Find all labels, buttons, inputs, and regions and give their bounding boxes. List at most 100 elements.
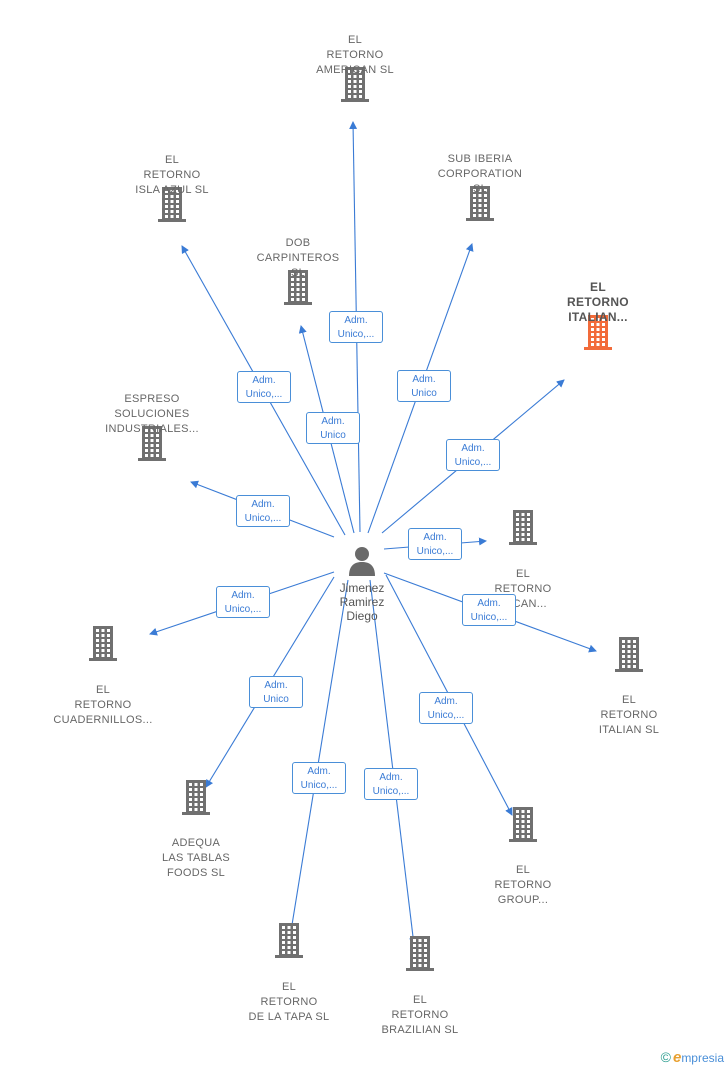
company-label[interactable]: ADEQUA LAS TABLAS FOODS SL bbox=[162, 836, 230, 881]
role-badge-line: Unico,... bbox=[245, 389, 283, 400]
company-label-line: SUB IBERIA bbox=[447, 153, 513, 165]
company-label-line: SL bbox=[472, 183, 488, 195]
building-icon bbox=[406, 936, 434, 971]
role-badge-adequa[interactable]: Adm.Unico bbox=[249, 676, 303, 708]
role-badge-line: Unico bbox=[320, 430, 346, 441]
company-label-line: FOODS SL bbox=[166, 867, 226, 879]
role-badge-line: Adm. bbox=[423, 532, 447, 543]
role-badge-line: Adm. bbox=[461, 443, 485, 454]
company-node-sub-iberia[interactable] bbox=[464, 185, 496, 226]
role-badge-line: Adm. bbox=[412, 374, 436, 385]
company-node-el-retorno-brazilian[interactable] bbox=[404, 935, 436, 976]
company-node-el-retorno-mexican[interactable] bbox=[507, 509, 539, 550]
company-label-line: RETORNO bbox=[143, 169, 201, 181]
company-label-line: ITALIAN... bbox=[568, 310, 628, 324]
role-badge-line: Adm. bbox=[264, 680, 288, 691]
role-badge-el-retorno-cuadernillos[interactable]: Adm. Unico,... bbox=[216, 586, 270, 618]
role-badge-espreso[interactable]: Adm.Unico,... bbox=[236, 495, 290, 527]
role-badge-el-retorno-american[interactable]: Adm.Unico,... bbox=[329, 311, 383, 343]
role-badge-line: Adm. bbox=[307, 766, 331, 777]
company-label-line: RETORNO bbox=[567, 295, 629, 309]
company-label-line: ITALIAN SL bbox=[598, 724, 660, 736]
company-node-el-retorno-isla-azul[interactable] bbox=[156, 186, 188, 227]
building-icon bbox=[341, 67, 369, 102]
role-badge-line: Unico,... bbox=[427, 710, 465, 721]
role-badge-el-retorno-brazilian[interactable]: Adm.Unico,... bbox=[364, 768, 418, 800]
company-node-el-retorno-italian-top[interactable] bbox=[582, 314, 614, 355]
company-label-line: DE LA TAPA SL bbox=[248, 1011, 330, 1023]
company-node-el-retorno-american[interactable] bbox=[339, 66, 371, 107]
company-node-el-retorno-group[interactable] bbox=[507, 806, 539, 847]
role-badge-line: Unico,... bbox=[416, 546, 454, 557]
company-label-line: ISLA AZUL SL bbox=[135, 184, 209, 196]
company-label-line: GROUP... bbox=[497, 894, 549, 906]
role-badge-line: Adm. bbox=[321, 416, 345, 427]
role-badge-line: Unico,... bbox=[454, 457, 492, 468]
company-label-line: RETORNO bbox=[600, 709, 658, 721]
company-node-el-retorno-italian[interactable] bbox=[613, 636, 645, 677]
role-badge-line: Adm. bbox=[231, 590, 255, 601]
role-badge-el-retorno-group[interactable]: Adm.Unico,... bbox=[419, 692, 473, 724]
building-icon bbox=[615, 637, 643, 672]
company-label-line: EL bbox=[95, 684, 111, 696]
building-icon bbox=[584, 315, 612, 350]
company-label-line: RETORNO bbox=[494, 879, 552, 891]
building-icon bbox=[158, 187, 186, 222]
copyright-icon: © bbox=[660, 1049, 671, 1065]
edge-el-retorno-brazilian bbox=[369, 579, 418, 946]
company-label-line: EL bbox=[621, 694, 637, 706]
company-node-el-retorno-cuadernillos[interactable] bbox=[87, 625, 119, 666]
company-label-line: RETORNO bbox=[74, 699, 132, 711]
company-node-el-retorno-de-la-tapa[interactable] bbox=[273, 922, 305, 963]
company-label-line: EL bbox=[347, 34, 363, 46]
company-label-line: AMERICAN SL bbox=[316, 64, 394, 76]
company-label-line: RETORNO bbox=[494, 583, 552, 595]
role-badge-el-retorno-mexican[interactable]: Adm. Unico,... bbox=[408, 528, 462, 560]
company-node-espreso[interactable] bbox=[136, 425, 168, 466]
company-label-line: EL bbox=[515, 568, 531, 580]
company-label[interactable]: EL RETORNO ITALIAN SL bbox=[599, 693, 659, 738]
company-label-line: LAS TABLAS bbox=[161, 852, 231, 864]
role-badge-line: Unico,... bbox=[470, 612, 508, 623]
role-badge-line: Unico,... bbox=[224, 604, 262, 615]
company-label[interactable]: ESPRESO SOLUCIONES INDUSTRIALES... bbox=[105, 392, 199, 437]
building-icon bbox=[89, 626, 117, 661]
company-node-adequa[interactable] bbox=[180, 779, 212, 820]
building-icon bbox=[275, 923, 303, 958]
company-label-line: SOLUCIONES bbox=[114, 408, 190, 420]
role-badge-el-retorno-isla-azul[interactable]: Adm. Unico,... bbox=[237, 371, 291, 403]
person-label-line: Diego bbox=[346, 609, 378, 623]
company-label-line: SL bbox=[290, 267, 306, 279]
company-label-line: EL bbox=[412, 994, 428, 1006]
company-label-line: CARPINTEROS bbox=[256, 252, 340, 264]
person-icon[interactable] bbox=[348, 546, 376, 581]
company-node-dob-carpinteros[interactable] bbox=[282, 269, 314, 310]
brand-logo-initial: e bbox=[672, 1049, 682, 1066]
role-badge-line: Unico bbox=[411, 388, 437, 399]
building-icon bbox=[284, 270, 312, 305]
company-label-line: ESPRESO bbox=[124, 393, 180, 405]
company-label-line: EL bbox=[281, 981, 297, 993]
role-badge-line: Adm. bbox=[252, 375, 276, 386]
company-label-line: INDUSTRIALES... bbox=[105, 423, 199, 435]
brand-logo-text: mpresia bbox=[681, 1051, 724, 1065]
company-label-line: ADEQUA bbox=[171, 837, 221, 849]
role-badge-line: Adm. bbox=[477, 598, 501, 609]
role-badge-el-retorno-italian[interactable]: Adm. Unico,... bbox=[462, 594, 516, 626]
role-badge-sub-iberia[interactable]: Adm. Unico bbox=[397, 370, 451, 402]
role-badge-dob-carpinteros[interactable]: Adm. Unico bbox=[306, 412, 360, 444]
role-badge-el-retorno-italian-top[interactable]: Adm. Unico,... bbox=[446, 439, 500, 471]
role-badge-el-retorno-de-la-tapa[interactable]: Adm.Unico,... bbox=[292, 762, 346, 794]
role-badge-line: Adm. bbox=[379, 772, 403, 783]
edge-el-retorno-de-la-tapa bbox=[288, 579, 349, 932]
